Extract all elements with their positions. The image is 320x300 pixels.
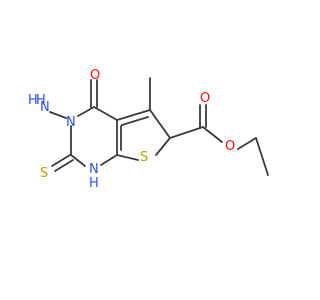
atom-o-ester: O <box>225 139 235 154</box>
bond-layer <box>49 77 269 176</box>
atom-n3: N <box>66 115 76 130</box>
bond-c2-s <box>51 154 71 167</box>
atom-s-ring: S <box>140 150 148 165</box>
atom-label-layer: H H N N O S N H S O O <box>28 68 235 191</box>
bond-c6-ccarbonyl <box>169 126 204 139</box>
bond-oester-ch2 <box>237 137 257 150</box>
atom-n-amino: N <box>40 100 50 115</box>
bond-c6-s <box>155 137 171 156</box>
bond-nh2-n3 <box>49 111 67 119</box>
bond-c5-c6 <box>149 109 171 139</box>
bond-s-c7a <box>116 154 139 161</box>
bond-c4a-c5-double <box>121 116 149 126</box>
atom-n1: N <box>89 162 99 177</box>
molecule-diagram: H H N N O S N H S O O <box>28 68 269 191</box>
atom-h2-amino: H <box>36 93 46 108</box>
bond-n3-c4 <box>77 106 95 117</box>
bond-ccarbonyl-oester <box>202 126 223 143</box>
bond-n1-c2 <box>70 154 86 167</box>
atom-h-n1: H <box>89 176 99 191</box>
bond-ch2-ch3 <box>255 137 269 176</box>
bond-c4a-c5 <box>116 109 151 121</box>
bond-c7a-n1 <box>100 154 118 166</box>
atom-o-ketone: O <box>90 68 100 83</box>
bond-c4-c4a <box>93 106 118 121</box>
atom-s-thione: S <box>40 166 48 181</box>
bond-c2-s-double <box>54 159 74 172</box>
atom-o-carbonyl: O <box>200 91 210 106</box>
atom-h-amino: H <box>28 93 38 108</box>
